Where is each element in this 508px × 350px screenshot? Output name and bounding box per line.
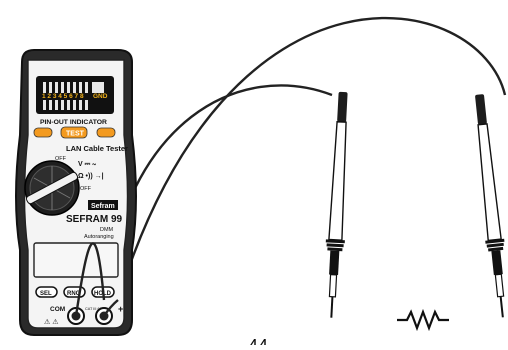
dmm-label: DMM bbox=[100, 227, 114, 233]
autoranging-label: Autoranging bbox=[84, 234, 114, 240]
led-numbers: 1 2 3 4 5 6 7 8 bbox=[42, 93, 84, 100]
pinout-label: PIN-OUT INDICATOR bbox=[40, 119, 107, 126]
resistor-symbol bbox=[397, 308, 449, 332]
wire-left-lower bbox=[74, 242, 106, 317]
cat-label: CAT III 600V bbox=[85, 307, 107, 311]
warning-symbols: ⚠ ⚠ bbox=[44, 318, 59, 326]
left-orange-button[interactable] bbox=[33, 127, 53, 138]
wire-left bbox=[102, 84, 333, 301]
led-bars bbox=[43, 82, 104, 110]
right-orange-button[interactable] bbox=[96, 127, 116, 138]
rng-button-label: RNG bbox=[67, 291, 81, 297]
plus-label: + bbox=[118, 304, 123, 314]
wire-right bbox=[116, 17, 507, 301]
dial-volt: V ⎓ ∼ bbox=[78, 161, 96, 168]
dial-off-top: OFF bbox=[55, 156, 67, 162]
sel-button[interactable] bbox=[35, 286, 58, 298]
sel-button-label: SEL bbox=[40, 291, 52, 297]
lan-tester-label: LAN Cable Tester bbox=[66, 144, 128, 153]
com-label: COM bbox=[50, 306, 65, 313]
brand-label: Sefram bbox=[91, 203, 115, 210]
gnd-label: GND bbox=[93, 93, 108, 100]
model-label: SEFRAM 99 bbox=[66, 214, 123, 225]
wire-right-lower bbox=[103, 299, 119, 317]
brand-badge bbox=[88, 200, 118, 210]
dial-ohm: Ω •)) →| bbox=[78, 173, 104, 180]
lcd-screen bbox=[33, 242, 119, 278]
test-button[interactable] bbox=[60, 126, 88, 139]
probe-left[interactable] bbox=[322, 91, 353, 319]
dial-off-bottom: OFF bbox=[80, 186, 92, 192]
bottom-partial-glyph: 44 bbox=[248, 336, 268, 345]
multimeter: 1 2 3 4 5 6 7 8 GND PIN-OUT INDICATOR TE… bbox=[15, 49, 137, 336]
probe-right[interactable] bbox=[470, 94, 508, 319]
rotary-dial[interactable] bbox=[24, 160, 80, 216]
test-button-label: TEST bbox=[66, 131, 85, 138]
